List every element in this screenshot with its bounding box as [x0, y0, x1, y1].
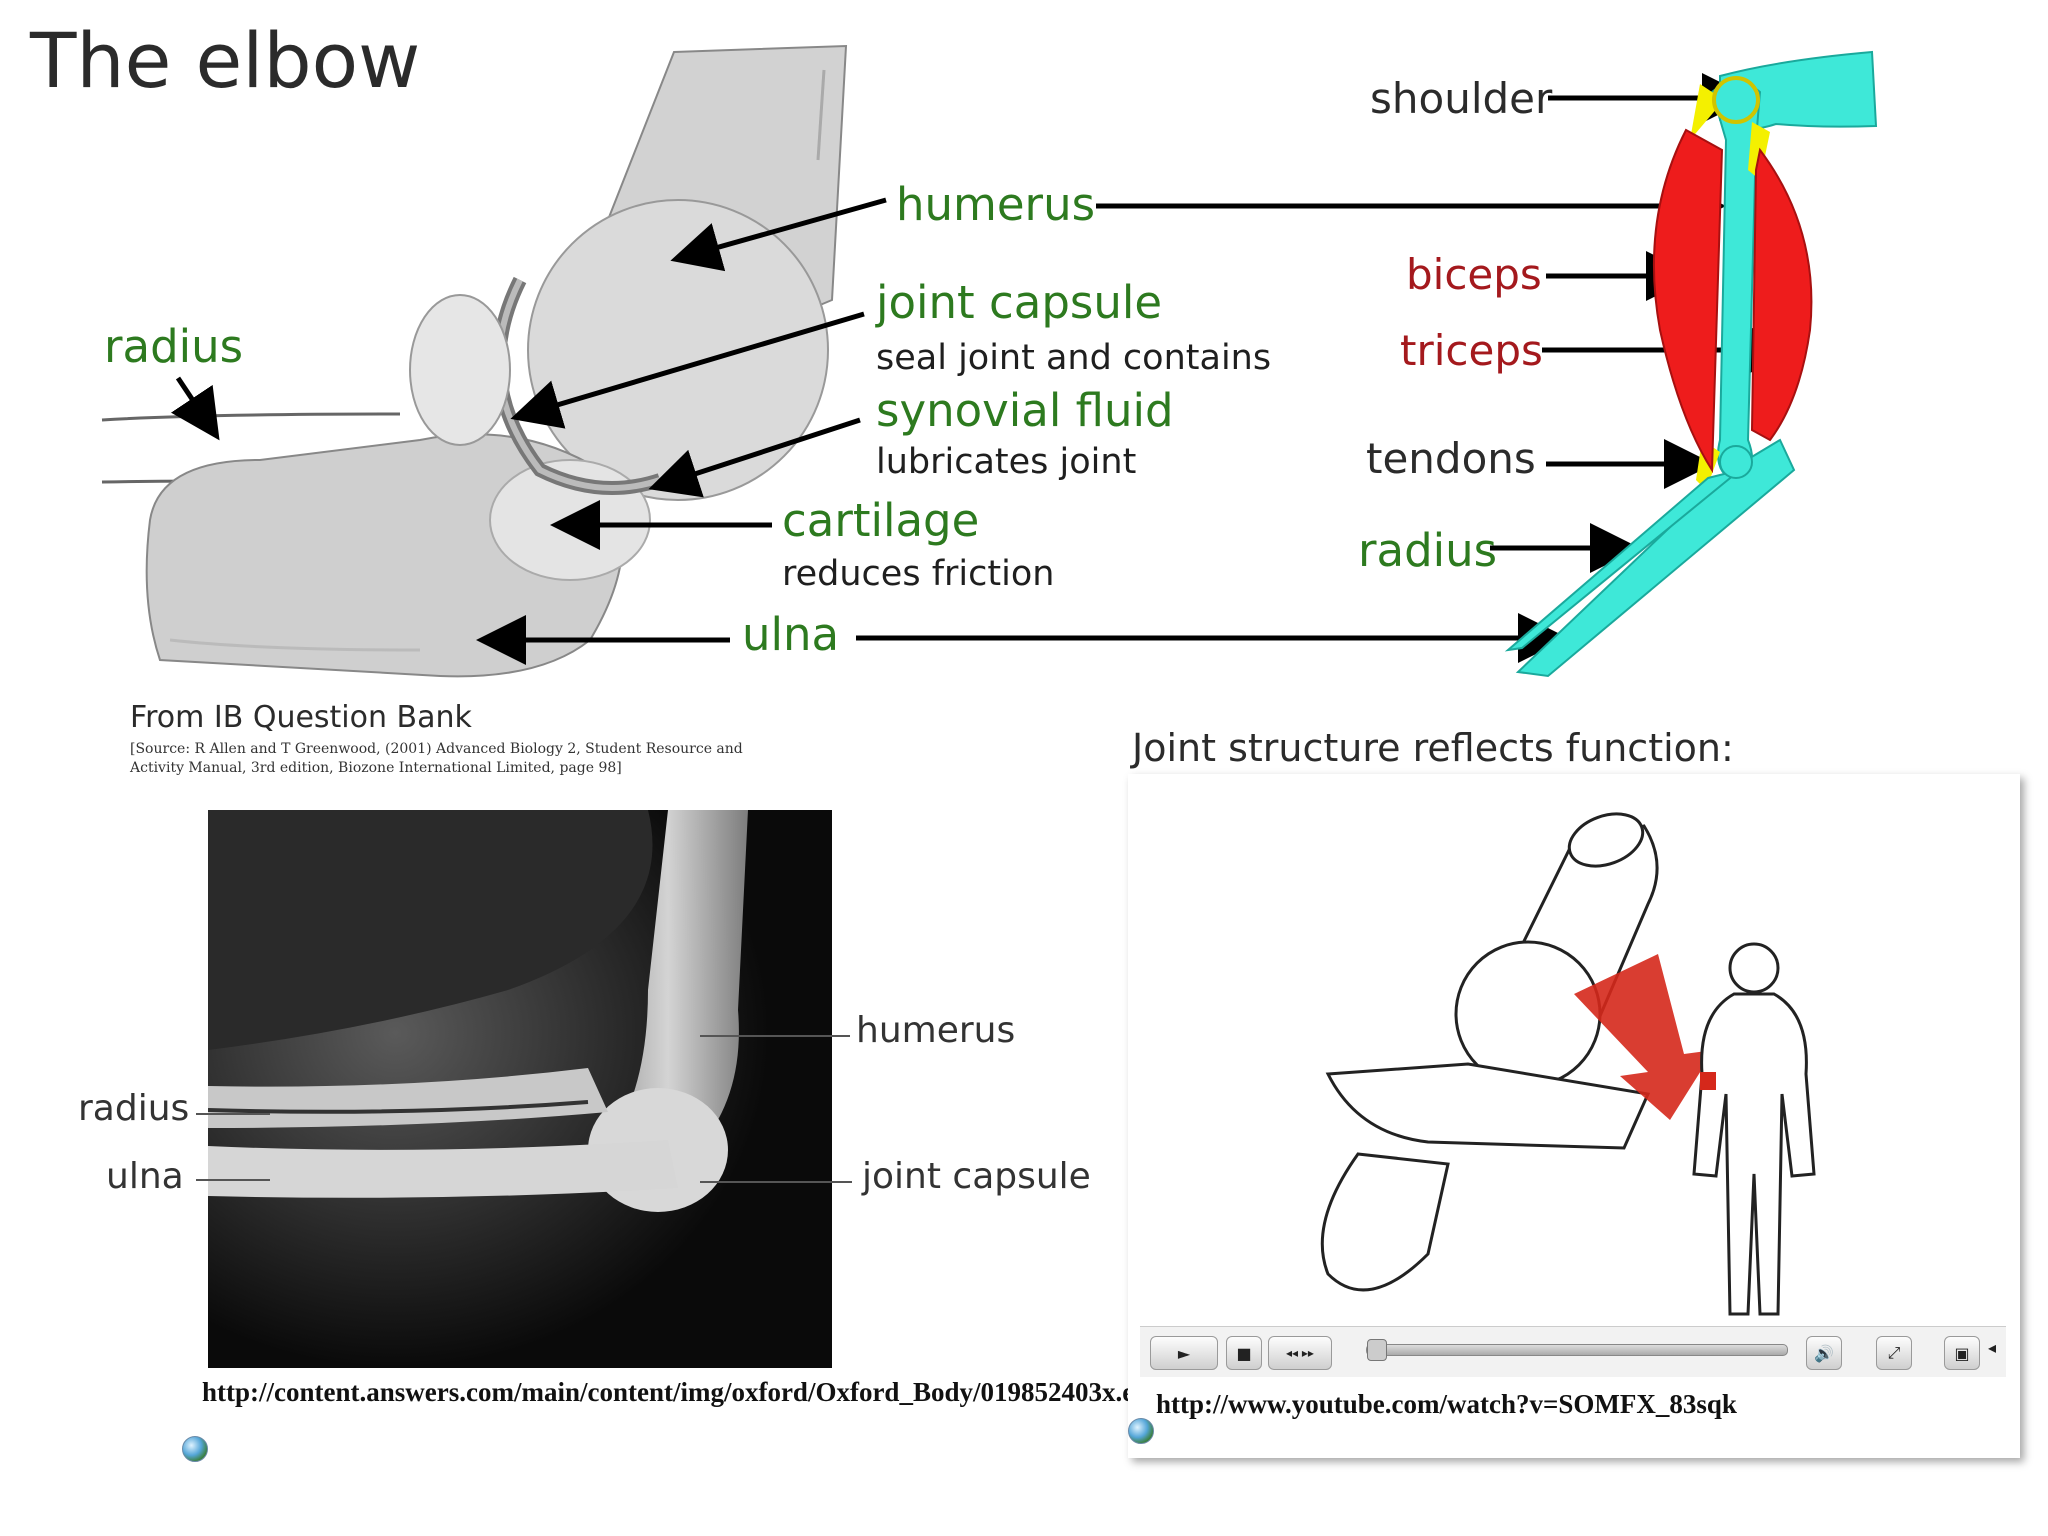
play-button[interactable]: ►	[1150, 1336, 1218, 1370]
stop-button[interactable]: ■	[1226, 1336, 1262, 1370]
xray-label-joint-capsule: joint capsule	[862, 1156, 1091, 1197]
video-url-row: http://www.youtube.com/watch?v=SOMFX_83s…	[1138, 1388, 2008, 1428]
label-joint-capsule: joint capsule	[876, 276, 1163, 329]
xray-label-ulna: ulna	[106, 1156, 184, 1197]
video-url-link[interactable]: http://www.youtube.com/watch?v=SOMFX_83s…	[1156, 1389, 1737, 1419]
progress-track[interactable]	[1366, 1339, 1788, 1361]
label-ulna: ulna	[742, 608, 840, 661]
label-shoulder: shoulder	[1370, 74, 1553, 123]
progress-handle[interactable]	[1367, 1339, 1387, 1361]
video-frame	[1320, 812, 1816, 1316]
settings-icon: ▣	[1954, 1343, 1970, 1363]
video-player[interactable]: http://www.youtube.com/watch?v=SOMFX_83s…	[1128, 774, 2020, 1458]
video-heading: Joint structure reflects function:	[1132, 726, 1734, 770]
prev-next-button[interactable]: ◂◂ ▸▸	[1268, 1336, 1332, 1370]
volume-button[interactable]: 🔊	[1806, 1336, 1842, 1370]
xray-url-link[interactable]: http://content.answers.com/main/content/…	[202, 1377, 1253, 1407]
fullscreen-button[interactable]: ⤢	[1876, 1336, 1912, 1370]
globe-icon	[182, 1436, 208, 1462]
label-synovial-fluid: synovial fluid	[876, 384, 1174, 437]
source-heading: From IB Question Bank	[130, 700, 472, 735]
globe-icon-video	[1128, 1418, 1154, 1444]
page-title: The elbow	[30, 16, 421, 105]
xray-image	[208, 810, 832, 1368]
options-button[interactable]: ▣	[1944, 1336, 1980, 1370]
label-cartilage-desc: reduces friction	[782, 554, 1055, 594]
label-biceps: biceps	[1406, 250, 1542, 299]
label-joint-capsule-desc: seal joint and contains	[876, 338, 1272, 378]
source-citation: [Source: R Allen and T Greenwood, (2001)…	[130, 741, 743, 776]
menu-arrow-icon[interactable]: ◂	[1988, 1338, 1997, 1357]
xray-label-radius: radius	[78, 1088, 190, 1129]
label-tendons: tendons	[1366, 434, 1536, 483]
label-humerus: humerus	[896, 178, 1096, 231]
xray-label-humerus: humerus	[856, 1010, 1016, 1051]
label-triceps: triceps	[1400, 326, 1543, 375]
label-radius-left: radius	[104, 320, 244, 373]
label-radius-right: radius	[1358, 524, 1498, 577]
label-synovial-fluid-desc: lubricates joint	[876, 442, 1137, 482]
label-cartilage: cartilage	[782, 494, 980, 547]
